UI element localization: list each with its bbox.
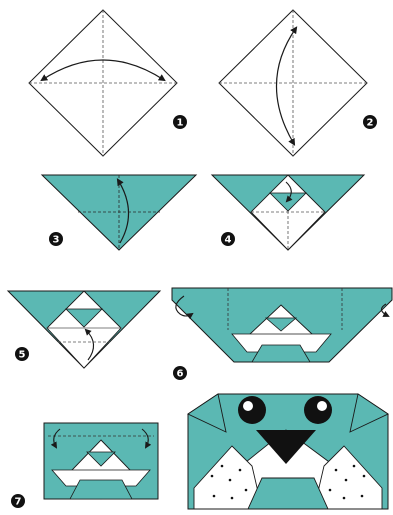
step-4-diagram: 4 — [212, 175, 364, 250]
chin-teal — [248, 478, 328, 509]
step-5-diagram: 5 — [8, 291, 160, 368]
step-badge-4: 4 — [221, 232, 235, 246]
step-badge-5: 5 — [15, 347, 29, 361]
step-number: 2 — [367, 118, 374, 129]
eye-icon — [304, 396, 332, 424]
step-number: 7 — [15, 497, 22, 508]
step-7-diagram: 7 — [11, 394, 388, 509]
step-number: 1 — [177, 118, 184, 129]
step-number: 3 — [53, 235, 60, 246]
step-3-diagram: 3 — [42, 175, 196, 250]
step-badge-7: 7 — [11, 494, 25, 508]
eye-icon — [238, 396, 266, 424]
step-number: 5 — [19, 350, 26, 361]
step-2-diagram: 2 — [219, 10, 377, 156]
chin-fold — [252, 345, 310, 362]
step-1-diagram: 1 — [29, 10, 187, 156]
step-badge-6: 6 — [173, 366, 187, 380]
step-6-diagram: 6 — [172, 288, 392, 380]
step-number: 6 — [177, 369, 184, 380]
dog-face-final — [188, 394, 388, 509]
step-number: 4 — [225, 235, 232, 246]
step-badge-1: 1 — [173, 115, 187, 129]
step-badge-2: 2 — [363, 115, 377, 129]
chin-fold — [70, 480, 132, 499]
step-badge-3: 3 — [49, 232, 63, 246]
